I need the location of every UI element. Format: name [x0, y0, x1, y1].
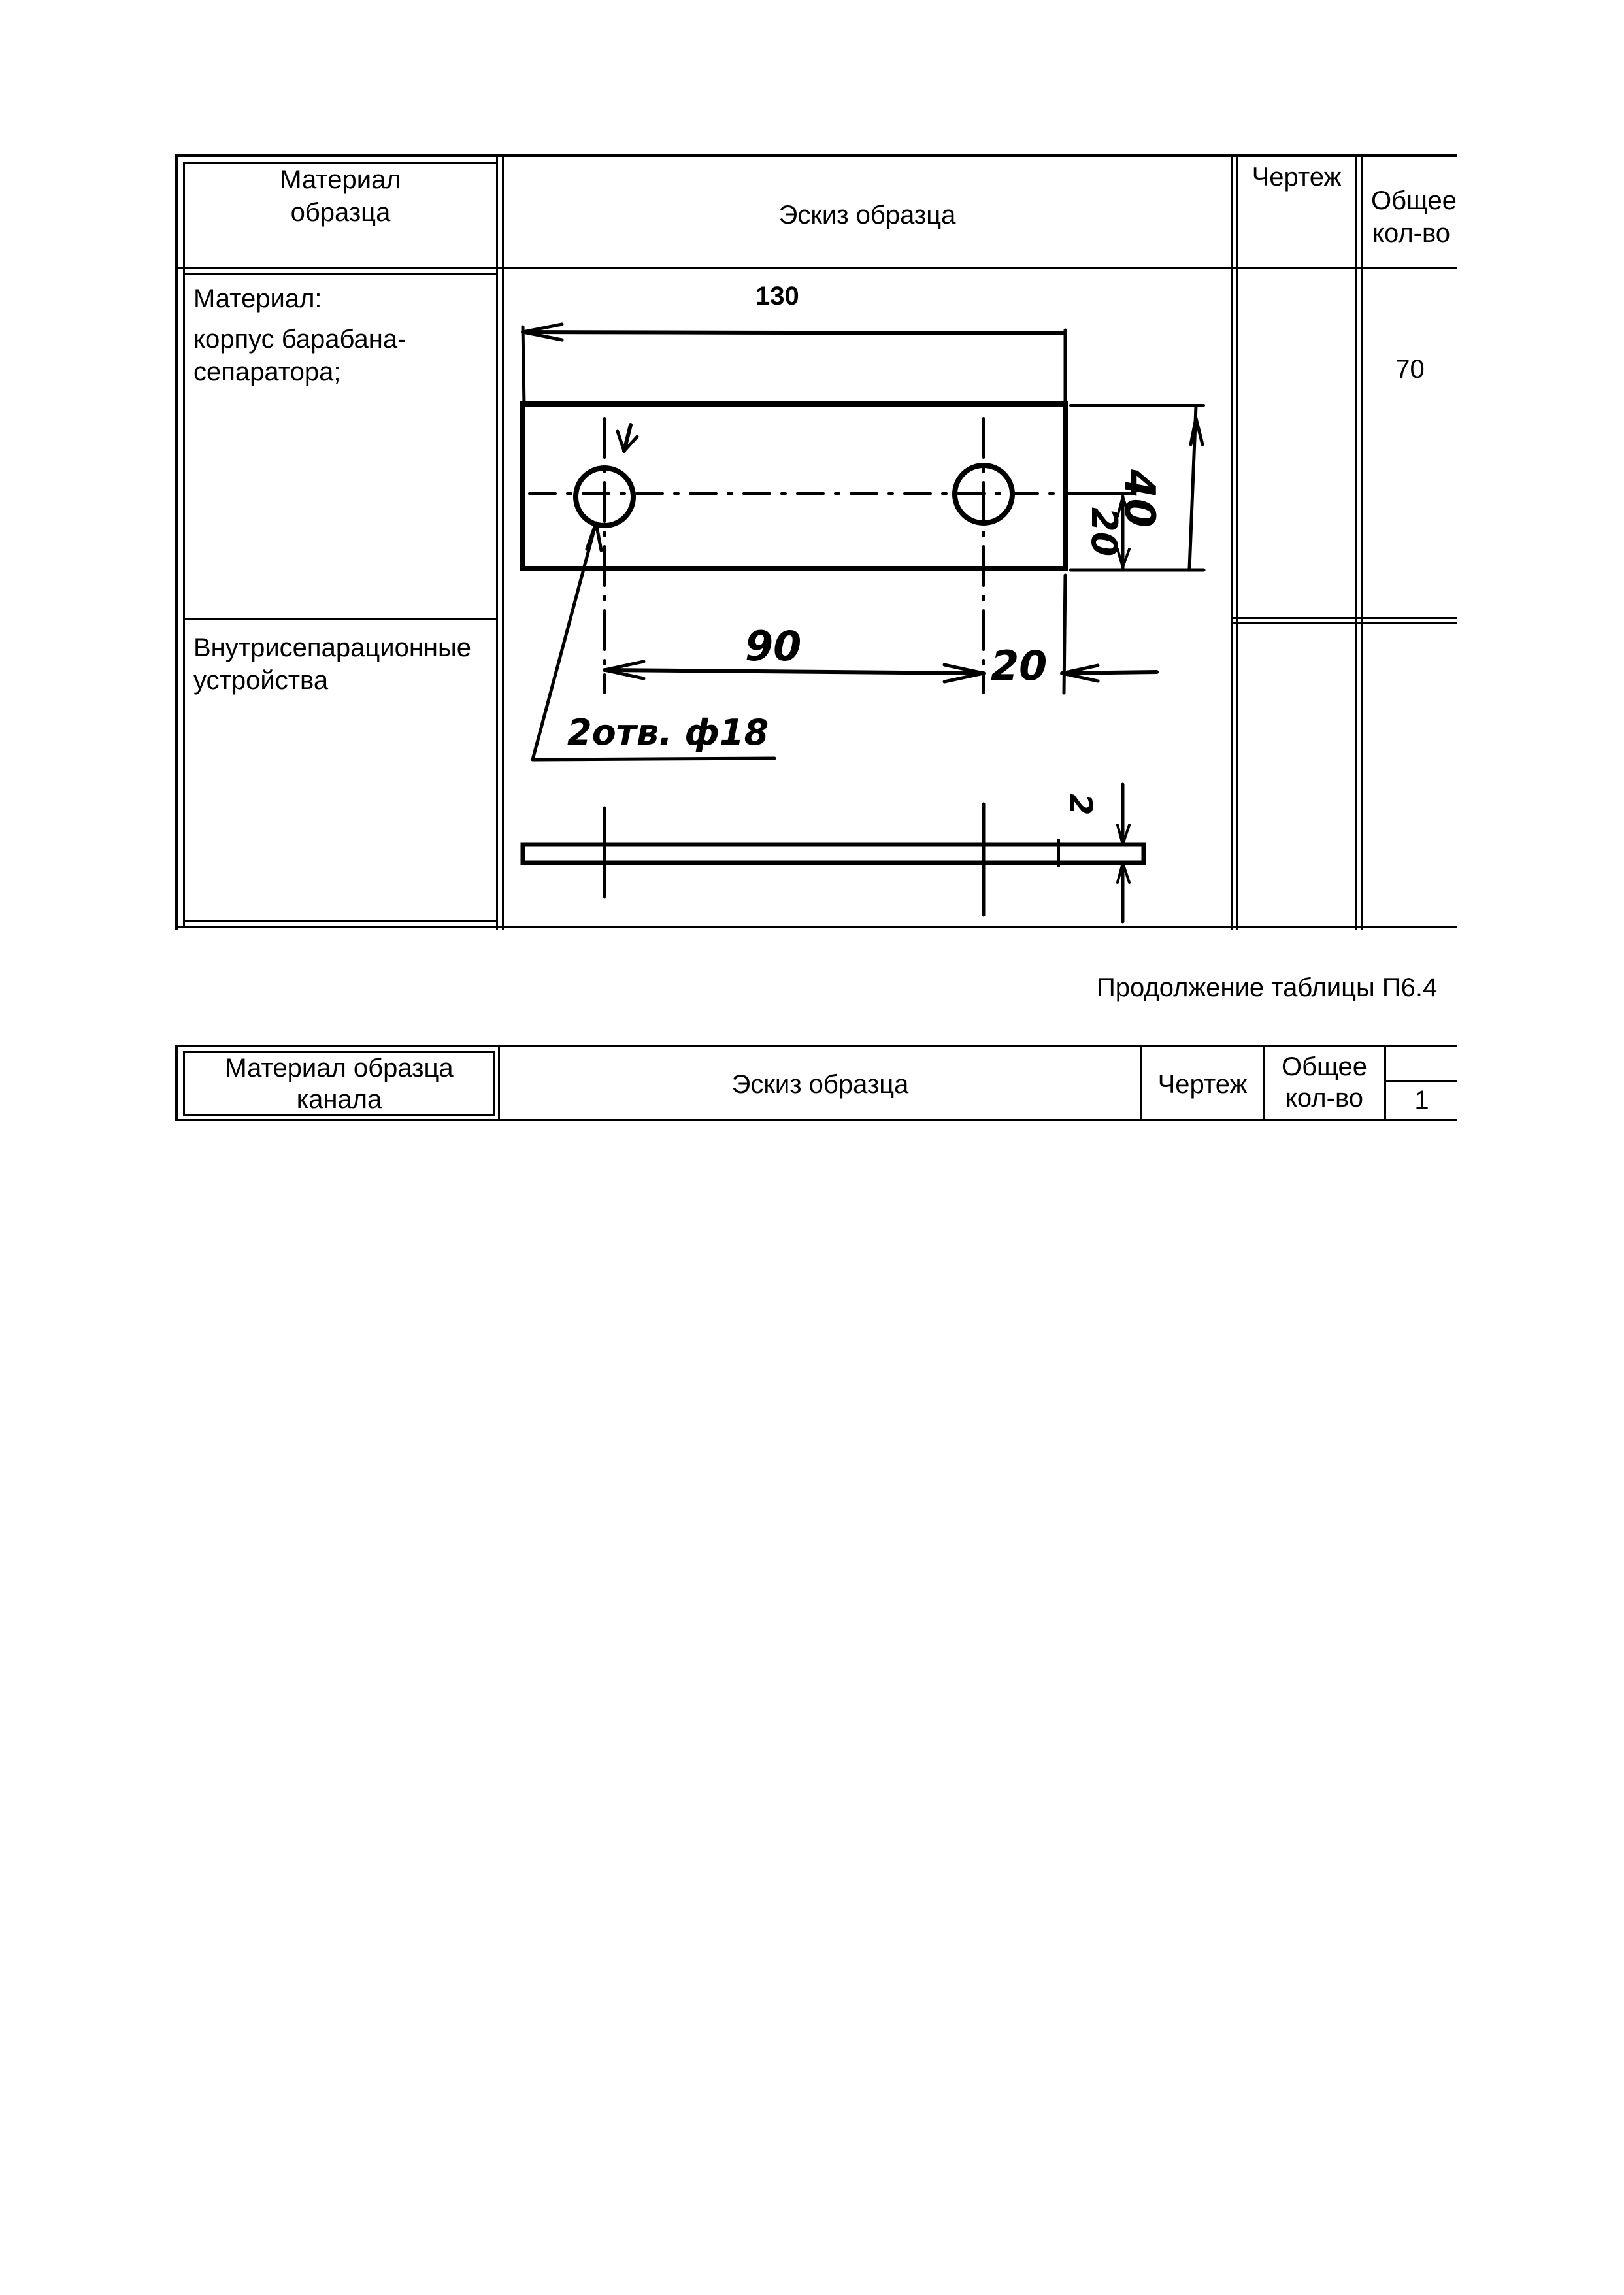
header-drawing: Чертеж [1251, 163, 1342, 192]
dim-height-line [1187, 405, 1198, 571]
table-1-header-bottom [175, 267, 1457, 269]
dim-offset-arrow-top [1116, 495, 1131, 518]
hole-note-leader [531, 521, 598, 762]
sketch-dim-hole-offset: 20 [1084, 507, 1125, 557]
table-2-col-sep-3 [1263, 1046, 1265, 1121]
table-1-top-border [175, 154, 1457, 157]
header-material-line1: Материал [280, 165, 401, 194]
header-material-line2: образца [290, 198, 391, 227]
table-2-col-sep-1 [498, 1046, 500, 1121]
row2-label-line2: устройства [193, 666, 329, 695]
table-2-col-sep-2 [1140, 1046, 1142, 1121]
dim-length-ext-left [521, 325, 526, 407]
dim-edge-arrow [1060, 663, 1100, 683]
table-2-number-row-sep [1386, 1080, 1457, 1082]
t2-total-line2: кол-во [1285, 1084, 1364, 1113]
table-1-left-border [175, 154, 178, 930]
table-2-material-inner-top [183, 1051, 495, 1053]
dim-height-arrow-top [1189, 416, 1204, 446]
table-2-bottom-border [175, 1119, 1457, 1121]
dim-thickness-arrow-top [1116, 824, 1131, 846]
table-1-left-border-inner [183, 162, 185, 927]
table-2-left-border [175, 1045, 178, 1121]
t2-drawing: Чертеж [1157, 1070, 1248, 1099]
sketch-dim-height: 40 [1115, 469, 1163, 528]
table-1-col-sep-1 [496, 157, 498, 930]
sketch-dim-length: 130 [755, 282, 799, 310]
sketch-dim-hole-spacing: 90 [745, 622, 802, 670]
dim-edge-line [1060, 670, 1159, 675]
continuation-caption: Продолжение таблицы П6.4 [1097, 973, 1438, 1002]
table-1-row-sep-material [183, 618, 498, 620]
header-total-line2: кол-во [1372, 219, 1451, 248]
dim-offset-arrow-bottom [1116, 548, 1131, 569]
t2-material-line1: Материал образца [225, 1054, 454, 1082]
sketch-dim-thickness: 2 [1062, 794, 1099, 816]
table-2-material-inner-right [493, 1051, 495, 1116]
t2-total-line1: Общее [1282, 1052, 1367, 1081]
side-view-strip [520, 842, 1146, 865]
table-2-col-sep-4 [1384, 1046, 1386, 1121]
table-1-header-inner-top [183, 162, 498, 164]
row1-total: 70 [1395, 355, 1425, 384]
t2-col-number: 1 [1414, 1086, 1429, 1114]
hole-note-leader-arrow [585, 521, 603, 552]
row2-label-line1: Внутрисепарационные [193, 633, 471, 662]
dim-length-arrow-left [521, 322, 564, 342]
dim-spacing-arrow-left [603, 660, 646, 680]
hole-leader-tip [622, 423, 633, 453]
header-sketch: Эскиз образца [778, 201, 956, 229]
row1-label-line1: Материал: [193, 284, 322, 313]
row1-label-line2: корпус барабана- [193, 325, 406, 354]
table-1-col-sep-3b [1361, 157, 1363, 930]
table-2-top-border [175, 1045, 1457, 1047]
table-1-col-sep-1b [502, 157, 504, 930]
sketch-dim-edge: 20 [991, 642, 1048, 690]
t2-material-line2: канала [296, 1085, 382, 1114]
row1-label-line3: сепаратора; [193, 358, 341, 386]
table-1-bottom-border-inner [183, 920, 498, 922]
plate-outline [520, 401, 1068, 571]
header-total-line1: Общее [1371, 186, 1457, 215]
table-1-col-sep-2b [1236, 157, 1238, 930]
table-1-col-sep-2 [1231, 157, 1233, 930]
table-1-row-sep-right [1233, 617, 1457, 619]
dim-length-line [521, 330, 1067, 335]
table-2-left-border-inner [183, 1051, 185, 1115]
hole-leader-tip-arrow [616, 429, 639, 453]
hole-note-underline [531, 756, 776, 762]
table-2-material-inner-bottom [183, 1114, 495, 1116]
table-1-row-sep-right-b [1233, 622, 1457, 624]
t2-sketch: Эскиз образца [731, 1070, 909, 1099]
dim-edge-ext [1062, 573, 1067, 695]
dim-thickness-arrow-bottom [1116, 862, 1131, 884]
table-1-header-bottom-inner [183, 273, 498, 275]
dim-spacing-line [603, 668, 986, 675]
sketch-hole-note: 2отв. ф18 [567, 712, 769, 753]
table-1-bottom-border [175, 926, 1457, 928]
dim-spacing-arrow-right [942, 663, 986, 684]
table-1-col-sep-3 [1355, 157, 1357, 930]
